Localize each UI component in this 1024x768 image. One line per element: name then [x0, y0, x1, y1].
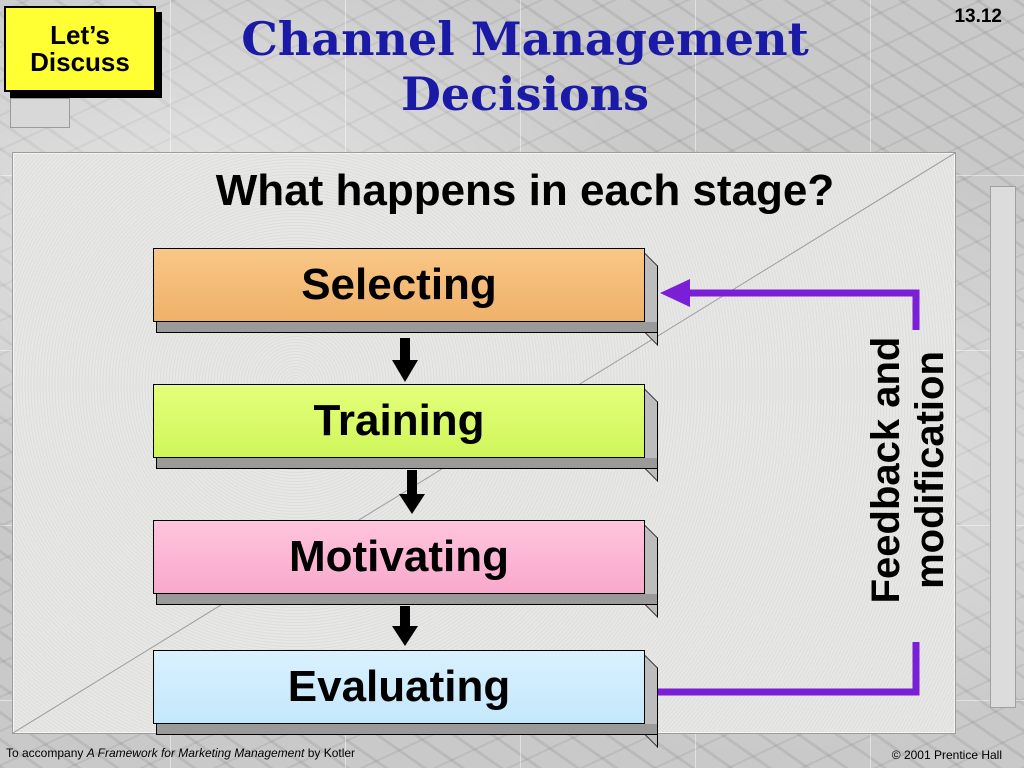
badge-decoration — [10, 98, 70, 128]
feedback-label: Feedback and modification — [864, 325, 960, 615]
lets-discuss-badge: Let’s Discuss — [4, 6, 156, 92]
stage-label: Motivating — [289, 532, 509, 581]
stage-label: Training — [313, 396, 485, 445]
footer-attribution: To accompany A Framework for Marketing M… — [6, 746, 355, 760]
feedback-arrowhead-icon — [660, 279, 690, 307]
footer-book-title: A Framework for Marketing Management — [86, 746, 305, 760]
down-arrow-icon — [399, 470, 425, 514]
stage-evaluating-box: Evaluating — [153, 650, 658, 748]
stage-label: Selecting — [301, 260, 497, 309]
stage-training-box: Training — [153, 384, 658, 482]
badge-line-1: Let’s — [50, 19, 110, 50]
footer-copyright: © 2001 Prentice Hall — [891, 748, 1002, 762]
slide-number: 13.12 — [954, 6, 1002, 27]
box-bottom-bevel — [156, 322, 658, 333]
box-bottom-bevel — [156, 724, 658, 735]
down-arrow-icon — [392, 338, 418, 382]
title-line-2: Decisions — [400, 67, 650, 122]
feedback-loop-arrow — [658, 289, 920, 696]
stage-label: Evaluating — [287, 662, 511, 711]
slide-title: Channel Management Decisions — [160, 12, 890, 122]
decorative-bar-right — [990, 186, 1016, 708]
feedback-line-2: modification — [908, 351, 952, 589]
feedback-line-1: Feedback and — [864, 336, 908, 604]
down-arrow-icon — [392, 606, 418, 646]
stage-motivating-box: Motivating — [153, 520, 658, 618]
badge-line-2: Discuss — [30, 47, 130, 77]
box-bottom-bevel — [156, 458, 658, 469]
stage-selecting-box: Selecting — [153, 248, 658, 346]
footer-suffix: by Kotler — [304, 746, 356, 760]
title-line-1: Channel Management — [241, 12, 809, 66]
footer-prefix: To accompany — [6, 746, 87, 760]
question-heading: What happens in each stage? — [215, 166, 835, 215]
box-bottom-bevel — [156, 594, 658, 605]
